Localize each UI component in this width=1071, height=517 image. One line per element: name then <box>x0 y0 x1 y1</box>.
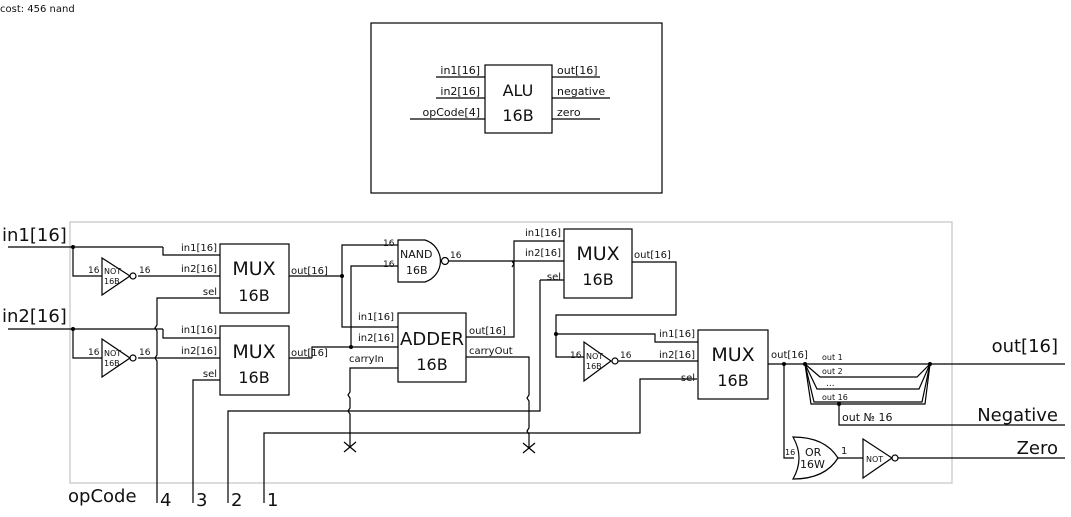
svg-text:16B: 16B <box>717 371 748 390</box>
svg-text:16B: 16B <box>406 264 428 277</box>
in1-wiring <box>8 245 220 277</box>
opcode-bit-3: 3 <box>196 490 207 511</box>
mux-1: MUX 16B in1[16] in2[16] sel out[16] <box>181 243 328 314</box>
svg-text:NOT: NOT <box>104 349 121 358</box>
svg-text:out 1: out 1 <box>822 353 843 362</box>
svg-text:in2[16]: in2[16] <box>181 346 217 357</box>
svg-text:in1[16]: in1[16] <box>181 243 217 254</box>
svg-text:16: 16 <box>139 348 151 358</box>
output-splitter: out 1 out 2 ... out 16 out № 16 <box>768 353 1065 426</box>
alu-symbol-width: 16B <box>502 106 533 125</box>
svg-text:sel: sel <box>203 287 217 298</box>
symbol-negative-label: negative <box>557 85 605 98</box>
svg-text:16: 16 <box>88 348 100 358</box>
svg-text:in1[16]: in1[16] <box>659 329 695 340</box>
svg-text:sel: sel <box>547 272 561 283</box>
svg-text:in2[16]: in2[16] <box>181 264 217 275</box>
in2-wiring <box>8 327 220 359</box>
svg-text:16: 16 <box>570 351 582 361</box>
opcode-bit-4: 4 <box>160 490 171 511</box>
svg-text:carryOut: carryOut <box>469 346 513 357</box>
svg-text:16B: 16B <box>416 355 447 374</box>
nand-gate: NAND 16B 16 16 16 <box>383 239 564 283</box>
opcode-bit-1: 1 <box>267 490 278 511</box>
svg-text:MUX: MUX <box>232 341 275 363</box>
svg-text:NOT: NOT <box>866 455 883 464</box>
svg-text:16: 16 <box>785 448 795 457</box>
svg-text:MUX: MUX <box>711 344 754 366</box>
output-zero-label: Zero <box>1017 438 1058 459</box>
svg-text:out[16]: out[16] <box>634 250 671 261</box>
output-negative-label: Negative <box>977 405 1058 426</box>
mux1-out-wiring <box>289 244 400 453</box>
symbol-opcode-label: opCode[4] <box>423 106 480 119</box>
svg-text:MUX: MUX <box>232 258 275 280</box>
mux-2: MUX 16B in1[16] in2[16] sel out[16] <box>181 325 328 396</box>
output-out-label: out[16] <box>992 336 1058 357</box>
svg-text:16W: 16W <box>800 458 825 471</box>
svg-text:NOT: NOT <box>104 267 121 276</box>
mux-3: MUX 16B in1[16] in2[16] sel out[16] <box>525 228 698 358</box>
svg-text:in1[16]: in1[16] <box>525 228 561 239</box>
svg-text:in1[16]: in1[16] <box>358 312 394 323</box>
svg-text:sel: sel <box>203 369 217 380</box>
svg-text:out[16]: out[16] <box>469 326 506 337</box>
svg-text:ADDER: ADDER <box>400 329 464 350</box>
zero-logic: OR 16W 16 1 NOT <box>783 364 1065 480</box>
adder: ADDER 16B in1[16] in2[16] carryIn out[16… <box>349 240 564 454</box>
mux-4: MUX 16B in1[16] in2[16] sel out[16] <box>659 329 808 400</box>
symbol-in1-label: in1[16] <box>440 64 480 77</box>
svg-text:in2[16]: in2[16] <box>525 248 561 259</box>
svg-text:16B: 16B <box>104 277 120 286</box>
svg-text:carryIn: carryIn <box>349 354 384 365</box>
svg-text:out[16]: out[16] <box>291 348 328 359</box>
svg-text:out 16: out 16 <box>822 393 848 402</box>
symbol-out-label: out[16] <box>557 64 598 77</box>
svg-text:out[16]: out[16] <box>291 266 328 277</box>
opcode-label: opCode <box>68 486 137 507</box>
opcode-wiring <box>154 280 697 503</box>
svg-text:16B: 16B <box>238 368 269 387</box>
svg-text:16: 16 <box>383 239 395 249</box>
svg-text:16: 16 <box>88 266 100 276</box>
svg-text:16B: 16B <box>582 270 613 289</box>
svg-text:16: 16 <box>620 351 632 361</box>
not-gate-3: NOT 16B 16 16 <box>570 340 698 383</box>
svg-text:in2[16]: in2[16] <box>659 350 695 361</box>
svg-text:NAND: NAND <box>400 248 432 261</box>
svg-text:NOT: NOT <box>586 352 603 361</box>
svg-text:1: 1 <box>841 446 847 457</box>
not-gate-1: NOT 16B 16 16 <box>88 256 151 297</box>
svg-text:16B: 16B <box>104 359 120 368</box>
opcode-bit-2: 2 <box>231 490 242 511</box>
input-in2-label: in2[16] <box>2 306 67 327</box>
symbol-zero-label: zero <box>557 106 581 119</box>
symbol-in2-label: in2[16] <box>440 85 480 98</box>
input-in1-label: in1[16] <box>2 225 67 246</box>
cost-label: cost: 456 nand <box>0 4 75 15</box>
svg-text:16B: 16B <box>238 286 269 305</box>
svg-text:16B: 16B <box>586 362 602 371</box>
svg-text:MUX: MUX <box>576 243 619 265</box>
svg-text:OR: OR <box>805 446 822 459</box>
svg-text:in1[16]: in1[16] <box>181 325 217 336</box>
not-gate-2: NOT 16B 16 16 <box>88 337 151 379</box>
svg-text:16: 16 <box>383 260 395 270</box>
svg-text:out № 16: out № 16 <box>842 411 892 424</box>
svg-text:...: ... <box>826 379 835 389</box>
svg-text:out[16]: out[16] <box>771 350 808 361</box>
alu-symbol-body <box>484 64 553 134</box>
implementation-frame <box>69 221 953 484</box>
svg-text:sel: sel <box>681 373 695 384</box>
alu-symbol: ALU 16B in1[16] in2[16] opCode[4] out[16… <box>370 22 663 194</box>
alu-symbol-name: ALU <box>503 81 534 100</box>
svg-text:in2[16]: in2[16] <box>358 333 394 344</box>
svg-text:16: 16 <box>450 251 462 261</box>
svg-text:16: 16 <box>139 266 151 276</box>
svg-text:out 2: out 2 <box>822 367 843 376</box>
